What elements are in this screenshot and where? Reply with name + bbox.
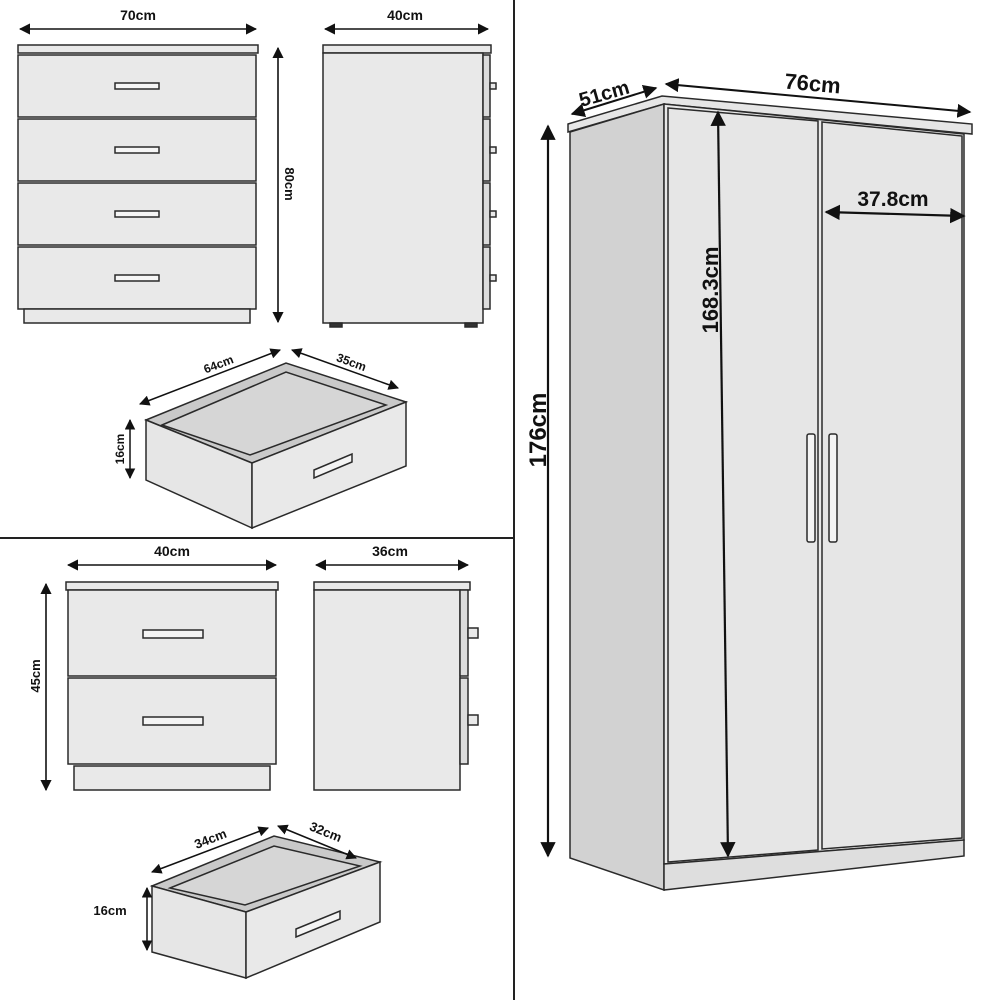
chest-plinth bbox=[23, 308, 251, 324]
wardrobe-width-dimension: 76cm bbox=[664, 69, 972, 118]
chest-side-drawer-edge-3 bbox=[482, 182, 491, 246]
bedside-drawer-3d bbox=[149, 835, 383, 980]
chest-side-drawer-edge-2 bbox=[482, 118, 491, 182]
panel-dividers bbox=[0, 0, 515, 1000]
wardrobe-right-handle bbox=[828, 433, 838, 543]
wardrobe-door-width-label: 37.8cm bbox=[857, 188, 928, 211]
bedside-handle-2 bbox=[142, 716, 204, 726]
chest-side-drawer-edge-1 bbox=[482, 54, 491, 118]
chest-side-panel bbox=[322, 52, 484, 324]
bedside-top-board bbox=[65, 581, 279, 591]
chest-side-handle-4 bbox=[489, 274, 497, 282]
bedside-plinth bbox=[73, 765, 271, 791]
chest-drawer-handle bbox=[313, 452, 353, 480]
chest-side-handle-1 bbox=[489, 82, 497, 90]
wardrobe-height-dimension: 176cm bbox=[525, 124, 556, 858]
chest-front-view bbox=[17, 44, 259, 324]
chest-height-dimension: 80cm bbox=[272, 46, 297, 324]
chest-side-view bbox=[322, 44, 497, 328]
bedside-height-label: 45cm bbox=[28, 659, 43, 692]
bedside-side-handle-2 bbox=[467, 714, 479, 726]
bedside-drawer-width-label: 34cm bbox=[192, 826, 228, 852]
wardrobe bbox=[567, 95, 973, 892]
chest-drawer-height-label: 16cm bbox=[113, 434, 127, 465]
wardrobe-top-board bbox=[567, 95, 973, 135]
wardrobe-plinth bbox=[663, 839, 965, 891]
chest-handle-2 bbox=[114, 146, 160, 154]
bedside-side-drawer-edge-1 bbox=[459, 589, 469, 677]
chest-handle-1 bbox=[114, 82, 160, 90]
chest-side-foot-2 bbox=[464, 322, 478, 328]
chest-side-drawer-edge-4 bbox=[482, 246, 491, 310]
chest-handle-3 bbox=[114, 210, 160, 218]
chest-handle-4 bbox=[114, 274, 160, 282]
chest-side-top bbox=[322, 44, 492, 54]
bedside-side-top bbox=[313, 581, 471, 591]
chest-side-handle-2 bbox=[489, 146, 497, 154]
chest-depth-dimension: 40cm bbox=[323, 7, 490, 35]
bedside-drawer-front bbox=[245, 860, 381, 980]
chest-drawer-3d bbox=[144, 362, 409, 530]
chest-side-handle-3 bbox=[489, 210, 497, 218]
bedside-front-view bbox=[65, 581, 279, 791]
bedside-side-view bbox=[313, 581, 479, 791]
bedside-width-dimension: 40cm bbox=[66, 543, 278, 571]
wardrobe-depth-label: 51cm bbox=[577, 77, 632, 112]
wardrobe-height-label: 176cm bbox=[525, 393, 552, 468]
bedside-depth-label: 36cm bbox=[372, 543, 408, 559]
chest-drawer-height-dimension: 16cm bbox=[113, 418, 136, 480]
wardrobe-left-door bbox=[667, 107, 819, 863]
chest-width-label: 70cm bbox=[120, 7, 156, 23]
wardrobe-right-door bbox=[821, 121, 963, 850]
chest-depth-label: 40cm bbox=[387, 7, 423, 23]
bedside-width-label: 40cm bbox=[154, 543, 190, 559]
chest-width-dimension: 70cm bbox=[18, 7, 258, 35]
bedside-depth-dimension: 36cm bbox=[314, 543, 470, 571]
bedside-side-handle-1 bbox=[467, 627, 479, 639]
bedside-drawer-height-dimension: 16cm bbox=[93, 886, 153, 952]
wardrobe-width-label: 76cm bbox=[784, 69, 842, 99]
bedside-drawer-height-label: 16cm bbox=[93, 903, 126, 918]
wardrobe-side-panel bbox=[569, 102, 665, 892]
wardrobe-left-handle bbox=[806, 433, 816, 543]
bedside-side-drawer-edge-2 bbox=[459, 677, 469, 765]
wardrobe-inner-height-dimension: 168.3cm bbox=[698, 110, 736, 858]
bedside-handle-1 bbox=[142, 629, 204, 639]
chest-side-foot-1 bbox=[329, 322, 343, 328]
chest-height-label: 80cm bbox=[282, 167, 297, 200]
wardrobe-inner-height-label: 168.3cm bbox=[698, 247, 723, 334]
bedside-height-dimension: 45cm bbox=[28, 582, 52, 792]
bedside-side-panel bbox=[313, 589, 461, 791]
chest-top-board bbox=[17, 44, 259, 54]
bedside-drawer-handle bbox=[295, 909, 341, 939]
chest-drawer-width-label: 64cm bbox=[202, 352, 236, 376]
wardrobe-door-width-dimension: 37.8cm bbox=[824, 188, 966, 224]
